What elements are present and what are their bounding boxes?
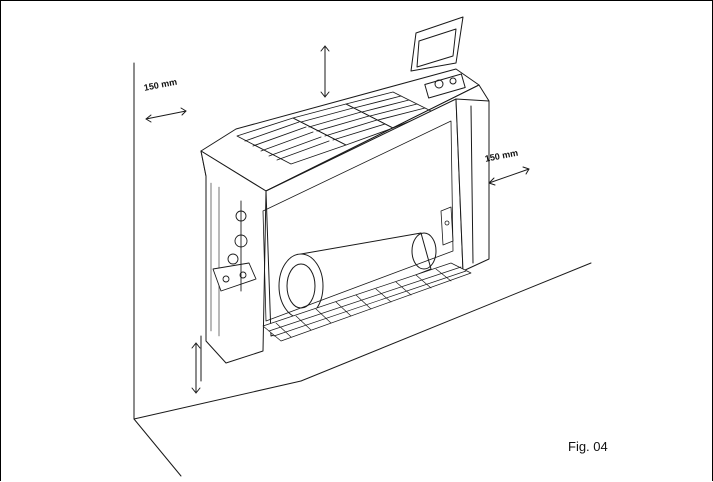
wall-lines	[133, 62, 592, 477]
right-bracket	[440, 206, 454, 246]
clearance-right-arrow	[488, 166, 530, 186]
valve-assembly	[212, 200, 257, 292]
figure-caption: Fig. 04	[568, 439, 608, 454]
clearance-left-arrow	[145, 107, 187, 123]
fan-coil-unit	[200, 16, 490, 364]
clearance-floor-arrow	[191, 342, 201, 394]
top-grille	[236, 91, 434, 165]
bottom-filter-grid	[262, 262, 472, 342]
clearance-top-arrow	[320, 45, 330, 98]
control-panel-lid	[410, 16, 466, 99]
